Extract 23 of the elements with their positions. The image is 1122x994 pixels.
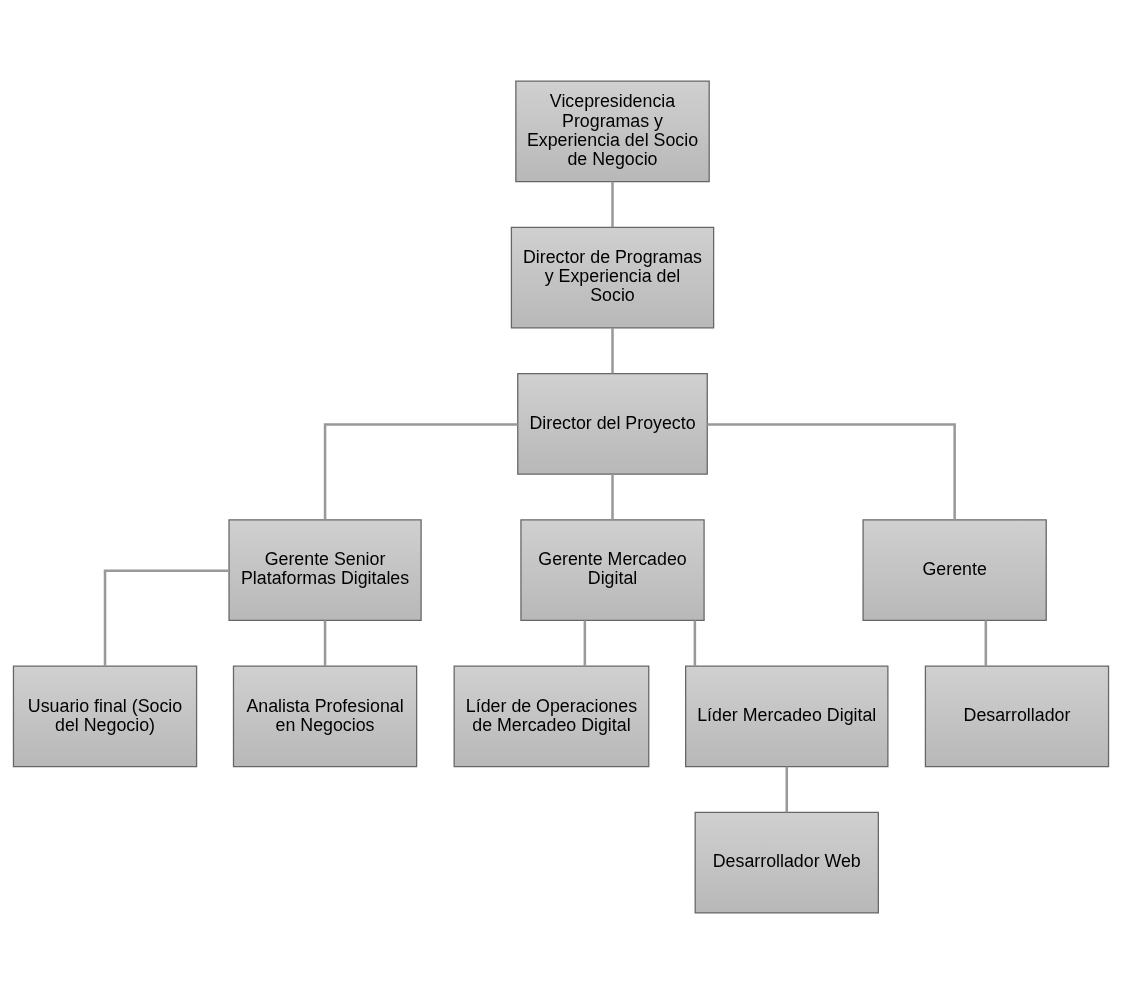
node-box: Vicepresidencia Programas y Experiencia del Socio de Negocio <box>515 80 710 183</box>
connector <box>323 423 518 520</box>
connector <box>693 620 697 666</box>
node-box: Desarrollador Web <box>694 811 879 914</box>
connector <box>611 181 614 228</box>
node-box: Analista Profesional en Negocios <box>232 665 418 768</box>
connector <box>323 620 327 666</box>
connector <box>707 423 956 520</box>
node-box: Líder de Operaciones de Mercadeo Digital <box>453 665 650 768</box>
node-box: Gerente Senior Plataformas Digitales <box>228 519 422 621</box>
connector <box>583 620 587 666</box>
connector <box>984 620 988 666</box>
connector <box>611 474 614 520</box>
node-box: Director del Proyecto <box>517 373 708 475</box>
connector <box>611 327 614 374</box>
node-box: Usuario final (Socio del Negocio) <box>12 665 198 768</box>
connector <box>785 766 789 813</box>
node-box: Gerente <box>862 519 1047 621</box>
connector <box>103 569 229 666</box>
node-box: Líder Mercadeo Digital <box>685 665 889 768</box>
node-box: Desarrollador <box>924 665 1110 768</box>
node-box: Gerente Mercadeo Digital <box>520 519 705 621</box>
node-box: Director de Programas y Experiencia del Socio <box>510 226 715 329</box>
